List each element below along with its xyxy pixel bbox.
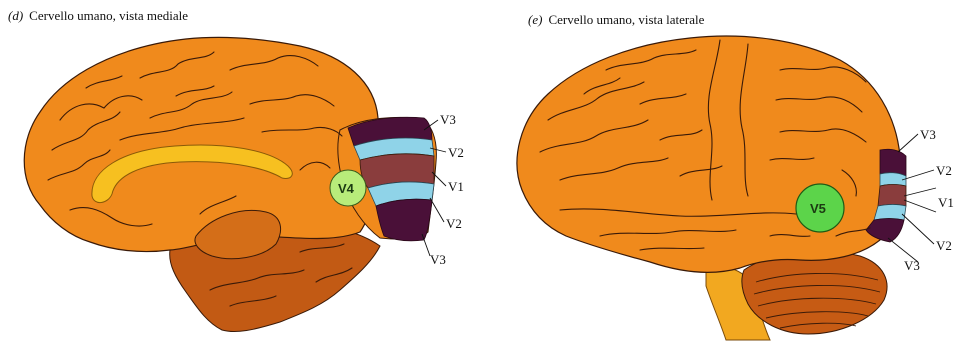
- lateral-label-v5: V5: [810, 201, 826, 216]
- lateral-label-v2-bottom: V2: [936, 238, 952, 253]
- medial-label-v3-bottom: V3: [430, 252, 446, 267]
- medial-label-v3-top: V3: [440, 112, 456, 127]
- medial-label-v4: V4: [338, 181, 355, 196]
- lateral-brain: V3 V2 V1 V2 V3 V5: [517, 36, 954, 340]
- lateral-label-v3-top: V3: [920, 127, 936, 142]
- medial-label-v1: V1: [448, 179, 464, 194]
- medial-brain: V3 V2 V1 V2 V3 V4: [24, 37, 464, 331]
- lateral-label-v3-bottom: V3: [904, 258, 920, 273]
- lateral-v1: [878, 185, 906, 207]
- lateral-cortex: [517, 36, 901, 272]
- lateral-cerebellum: [742, 251, 887, 334]
- lateral-label-v1: V1: [938, 195, 954, 210]
- lateral-v3-top: [880, 149, 906, 176]
- lateral-label-v2-top: V2: [936, 163, 952, 178]
- medial-label-v2-top: V2: [448, 145, 464, 160]
- lateral-v2-bottom: [874, 205, 906, 221]
- medial-label-v2-bottom: V2: [446, 216, 462, 231]
- medial-v3-bottom: [376, 199, 432, 241]
